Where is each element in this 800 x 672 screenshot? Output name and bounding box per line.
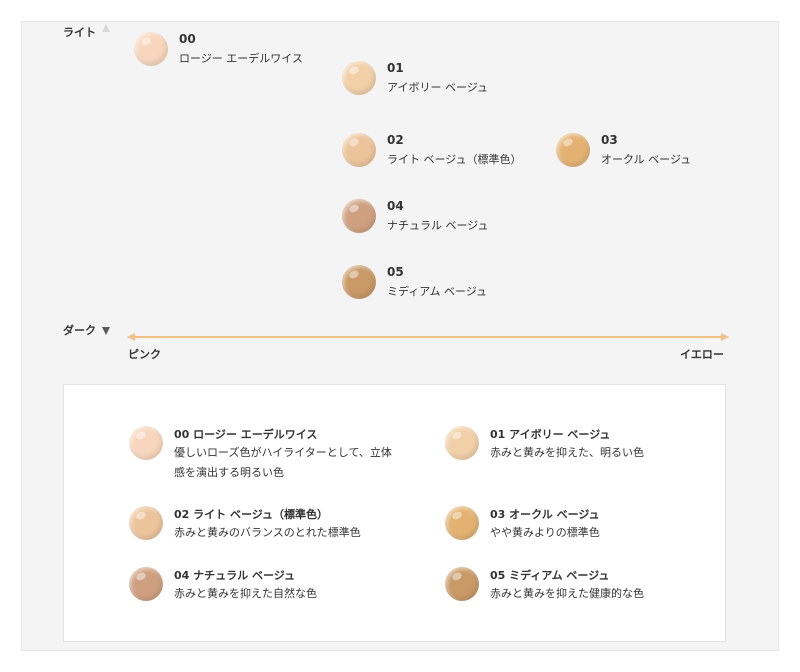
point-code-00: 00 (179, 32, 196, 46)
x-axis-left-label: ピンク (128, 348, 161, 361)
point-name-02: ライト ベージュ（標準色） (387, 153, 522, 166)
point-swatch-05 (342, 265, 376, 299)
legend-desc-03: やや黄みよりの標準色 (490, 526, 600, 539)
legend-swatch-00 (129, 426, 163, 460)
point-swatch-02 (342, 133, 376, 167)
legend-swatch-05 (445, 567, 479, 601)
legend-swatch-01 (445, 426, 479, 460)
point-code-03: 03 (601, 133, 618, 147)
legend-desc-04: 赤みと黄みを抑えた自然な色 (174, 587, 317, 600)
point-code-01: 01 (387, 61, 404, 75)
legend-title-04: 04 ナチュラル ベージュ (174, 569, 295, 582)
legend-title-00: 00 ロージー エーデルワイス (174, 428, 318, 441)
point-swatch-03 (556, 133, 590, 167)
vertical-axis (102, 24, 110, 335)
x-axis-right-label: イエロー (680, 348, 724, 361)
horizontal-axis (127, 333, 729, 341)
y-axis-top-label: ライト (63, 26, 96, 39)
legend-desc-05: 赤みと黄みを抑えた健康的な色 (490, 587, 644, 600)
point-name-04: ナチュラル ベージュ (387, 219, 489, 232)
legend-title-02: 02 ライト ベージュ（標準色） (174, 508, 328, 521)
point-code-02: 02 (387, 133, 404, 147)
legend-box (63, 384, 726, 642)
point-swatch-04 (342, 199, 376, 233)
point-swatch-00 (134, 32, 168, 66)
point-name-05: ミディアム ベージュ (387, 285, 487, 298)
point-swatch-01 (342, 61, 376, 95)
legend-desc-01: 赤みと黄みを抑えた、明るい色 (490, 446, 644, 459)
legend-title-03: 03 オークル ベージュ (490, 508, 600, 521)
legend-title-01: 01 アイボリー ベージュ (490, 428, 611, 441)
point-name-00: ロージー エーデルワイス (179, 52, 303, 65)
legend-swatch-02 (129, 506, 163, 540)
legend-desc-02: 赤みと黄みのバランスのとれた標準色 (174, 526, 361, 539)
point-name-03: オークル ベージュ (601, 153, 692, 166)
point-code-05: 05 (387, 265, 404, 279)
legend-swatch-03 (445, 506, 479, 540)
legend-swatch-04 (129, 567, 163, 601)
legend-desc-00: 優しいローズ色がハイライターとして、立体感を演出する明るい色 (174, 446, 392, 479)
point-name-01: アイボリー ベージュ (387, 81, 488, 94)
legend-title-05: 05 ミディアム ベージュ (490, 569, 610, 582)
point-code-04: 04 (387, 199, 404, 213)
y-axis-bottom-label: ダーク (63, 324, 96, 337)
